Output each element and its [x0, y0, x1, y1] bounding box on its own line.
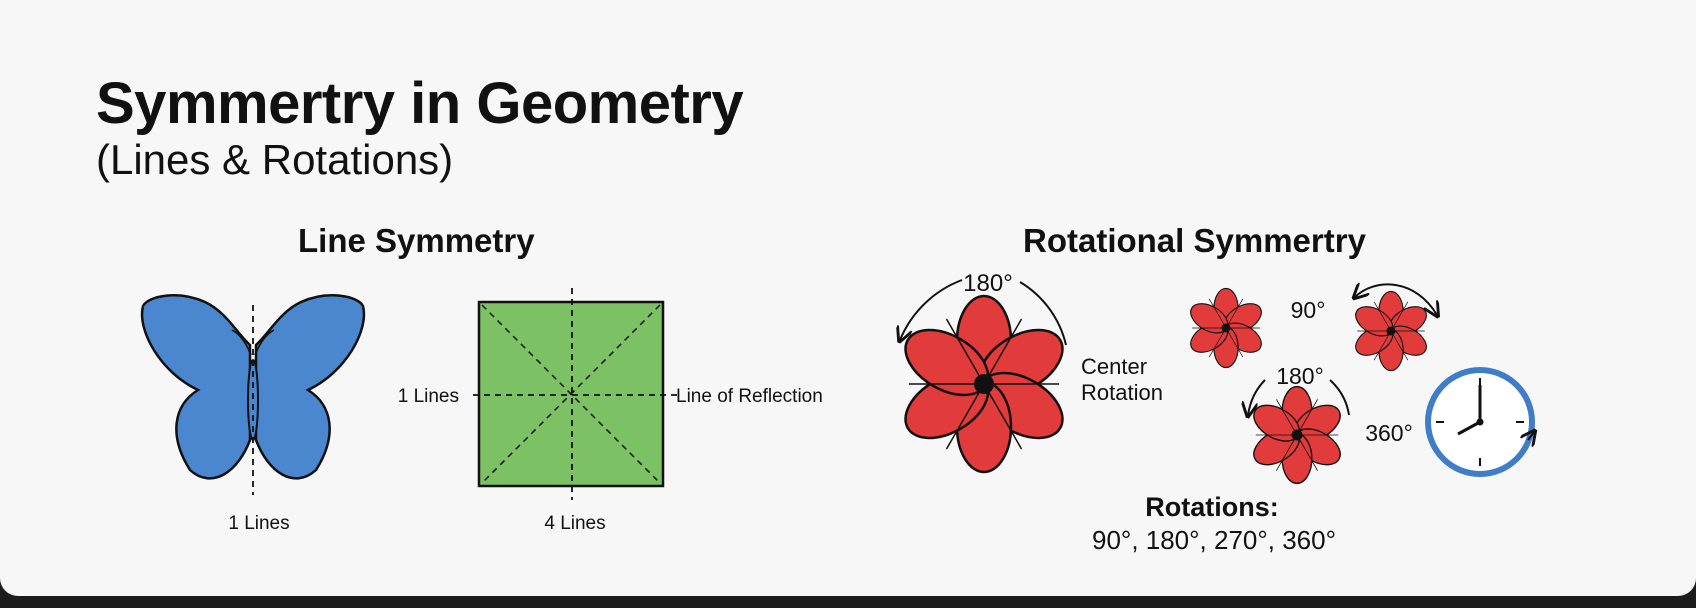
flower-large-icon	[893, 279, 1075, 474]
big-flower-angle-label: 180°	[963, 270, 1013, 297]
center-label-line1: Center	[1081, 354, 1147, 379]
butterfly-icon	[140, 294, 366, 495]
flower-small-180-icon	[1248, 379, 1350, 485]
rotations-heading: Rotations:	[1145, 492, 1278, 522]
center-label-line2: Rotation	[1081, 380, 1163, 405]
rotations-values: 90°, 180°, 270°, 360°	[1092, 525, 1336, 555]
clock-360-label: 360°	[1365, 420, 1413, 446]
square-left-label: 1 Lines	[398, 386, 459, 407]
small-flower-180-label: 180°	[1276, 363, 1324, 389]
butterfly-lines-label: 1 Lines	[228, 513, 289, 534]
small-flower-90-label: 90°	[1291, 297, 1326, 323]
clock-icon	[1425, 367, 1534, 477]
square-icon	[473, 288, 677, 500]
line-of-reflection-label: Line of Reflection	[676, 386, 823, 407]
flower-small-90-right-icon	[1350, 284, 1437, 372]
page-title: Symmertry in Geometry	[96, 71, 744, 136]
line-symmetry-heading: Line Symmetry	[298, 222, 535, 259]
page-subtitle: (Lines & Rotations)	[96, 136, 454, 183]
flower-small-90-left-icon	[1185, 287, 1267, 369]
square-lines-label: 4 Lines	[544, 513, 605, 534]
rotational-symmetry-heading: Rotational Symmertry	[1023, 222, 1366, 259]
